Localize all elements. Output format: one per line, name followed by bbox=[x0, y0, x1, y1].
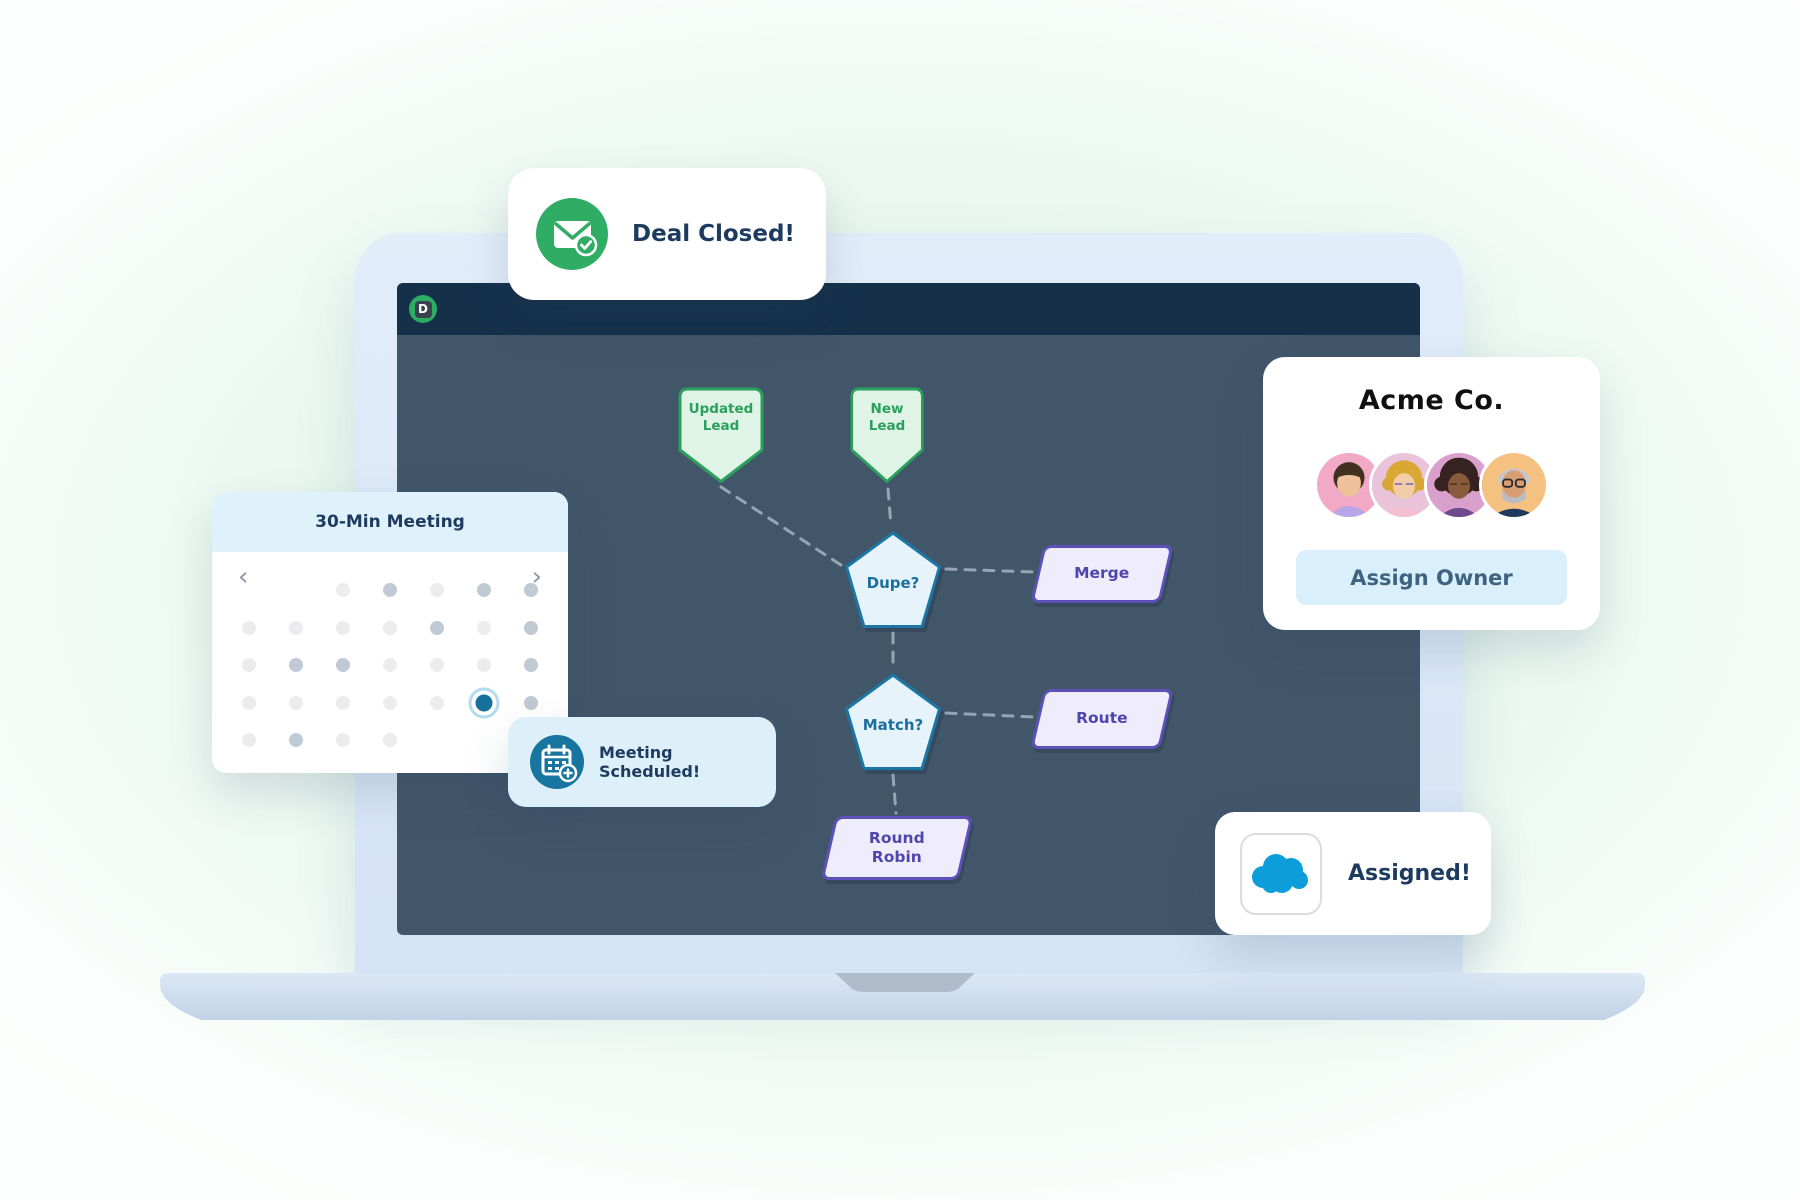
calendar-day[interactable] bbox=[242, 695, 256, 710]
flow-node-match[interactable]: Match? bbox=[843, 672, 943, 772]
calendar-day[interactable] bbox=[336, 620, 350, 635]
calendar-day[interactable] bbox=[477, 583, 491, 597]
assigned-label: Assigned! bbox=[1348, 861, 1471, 886]
calendar-day[interactable] bbox=[336, 658, 350, 672]
laptop-base bbox=[160, 973, 1645, 1020]
flow-node-label: New Lead bbox=[868, 401, 906, 434]
calendar-day[interactable] bbox=[524, 583, 538, 597]
calendar-day[interactable] bbox=[289, 695, 303, 710]
flow-node-merge[interactable]: Merge bbox=[1030, 545, 1174, 603]
calendar-day[interactable] bbox=[242, 620, 256, 635]
calendar-day[interactable] bbox=[383, 658, 397, 672]
flow-node-label: Route bbox=[1076, 709, 1128, 728]
app-logo-icon: D bbox=[409, 295, 437, 323]
calendar-day[interactable] bbox=[477, 658, 491, 672]
calendar-title: 30-Min Meeting bbox=[212, 492, 568, 552]
flow-node-label: Round Robin bbox=[869, 828, 925, 866]
calendar-day[interactable] bbox=[383, 583, 397, 597]
calendar-add-icon bbox=[530, 735, 584, 789]
calendar-day[interactable] bbox=[430, 695, 444, 710]
flow-node-label: Dupe? bbox=[866, 574, 920, 592]
calendar-day[interactable] bbox=[383, 695, 397, 710]
calendar-day[interactable] bbox=[383, 733, 397, 747]
meeting-scheduled-label: Meeting Scheduled! bbox=[599, 743, 701, 781]
flow-node-round-robin[interactable]: Round Robin bbox=[820, 816, 974, 880]
assigned-card: Assigned! bbox=[1215, 812, 1491, 935]
calendar-day[interactable] bbox=[336, 733, 350, 747]
meeting-scheduled-card: Meeting Scheduled! bbox=[508, 717, 776, 807]
deal-closed-card: Deal Closed! bbox=[508, 168, 826, 300]
flow-node-updated-lead[interactable]: Updated Lead bbox=[678, 387, 764, 484]
calendar-day[interactable] bbox=[524, 658, 538, 672]
flow-node-label: Merge bbox=[1074, 564, 1130, 583]
logo-letter: D bbox=[414, 300, 432, 318]
flow-node-new-lead[interactable]: New Lead bbox=[850, 387, 924, 484]
calendar-day[interactable] bbox=[289, 733, 303, 747]
flow-node-route[interactable]: Route bbox=[1030, 689, 1174, 749]
flow-node-dupe[interactable]: Dupe? bbox=[843, 530, 943, 630]
flow-node-label: Updated Lead bbox=[688, 401, 754, 434]
chevron-left-icon[interactable]: ‹ bbox=[238, 562, 249, 592]
account-name: Acme Co. bbox=[1358, 385, 1505, 416]
calendar-day[interactable] bbox=[477, 620, 491, 635]
calendar-dots bbox=[212, 492, 568, 773]
calendar-day[interactable] bbox=[336, 695, 350, 710]
chevron-right-icon[interactable]: › bbox=[531, 562, 542, 592]
calendar-day[interactable] bbox=[430, 658, 444, 672]
calendar-day[interactable] bbox=[430, 620, 444, 635]
avatar bbox=[1424, 450, 1494, 520]
assign-owner-button[interactable]: Assign Owner bbox=[1296, 550, 1567, 605]
laptop-notch bbox=[835, 973, 975, 992]
avatar bbox=[1314, 450, 1384, 520]
avatar bbox=[1369, 450, 1439, 520]
avatar bbox=[1479, 450, 1549, 520]
meeting-calendar-card: 30-Min Meeting ‹ › bbox=[212, 492, 568, 773]
calendar-day[interactable] bbox=[289, 658, 303, 672]
deal-closed-label: Deal Closed! bbox=[632, 221, 795, 247]
calendar-day[interactable] bbox=[524, 695, 538, 710]
calendar-day[interactable] bbox=[289, 620, 303, 635]
account-card: Acme Co. bbox=[1263, 357, 1600, 630]
flow-node-label: Match? bbox=[862, 716, 924, 734]
calendar-day[interactable] bbox=[336, 583, 350, 597]
avatar-group bbox=[1263, 450, 1600, 526]
calendar-day[interactable] bbox=[242, 733, 256, 747]
salesforce-cloud-icon bbox=[1240, 832, 1322, 915]
calendar-day[interactable] bbox=[524, 620, 538, 635]
calendar-day[interactable] bbox=[242, 658, 256, 672]
calendar-day[interactable] bbox=[383, 620, 397, 635]
envelope-check-icon bbox=[536, 198, 608, 270]
calendar-day-selected[interactable] bbox=[475, 694, 493, 711]
calendar-day[interactable] bbox=[430, 583, 444, 597]
